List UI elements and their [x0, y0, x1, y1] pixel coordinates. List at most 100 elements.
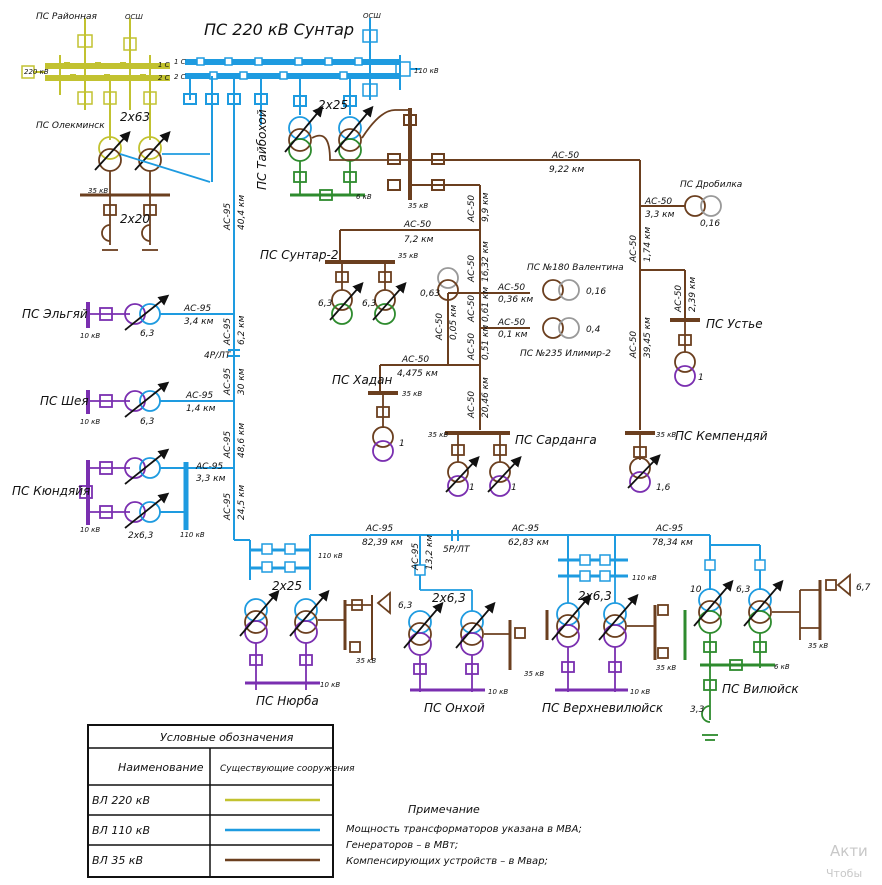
- label-nyurba: ПС Нюрба: [256, 694, 319, 708]
- watermark-line2: Чтобы: [826, 867, 862, 880]
- line-m8-wire: АС-95: [223, 493, 233, 521]
- label-kemp-35: 35 кВ: [656, 431, 676, 439]
- rating-vil-b: 6,3: [736, 585, 751, 595]
- line-l8-len: 0,61 км: [481, 287, 491, 322]
- line-l9-wire: АС-50: [467, 333, 477, 361]
- rating-vil-a: 10: [690, 585, 702, 595]
- line-m11-wire: АС-95: [511, 524, 539, 534]
- label-rlt5: 5Р/ЛТ: [443, 545, 471, 555]
- line-m11-len: 62,83 км: [508, 538, 549, 548]
- line-m4-len: 1,4 км: [186, 404, 216, 414]
- label-ustye: ПС Устье: [706, 317, 763, 331]
- line-m9-len: 82,39 км: [362, 538, 403, 548]
- rating-verkh: 2х6,3: [578, 589, 612, 603]
- notes-line2: Генераторов – в МВт;: [346, 840, 458, 851]
- rating-kyundyaya: 2х6,3: [128, 531, 154, 541]
- label-vilyuysk: ПС Вилюйск: [722, 682, 799, 696]
- line-l7-wire: АС-50: [497, 318, 525, 328]
- label-osh-left: ОСШ: [125, 13, 143, 21]
- label-110-2c: 2 С: [174, 73, 186, 81]
- rating-onkhoy: 2х6,3: [432, 591, 466, 605]
- rating-olek-tr: 2х63: [120, 110, 150, 124]
- rating-063: 0,63: [420, 289, 440, 299]
- line-m5-len: 30 км: [237, 368, 247, 395]
- label-kempendyay: ПС Кемпендяй: [675, 429, 768, 443]
- rating-sard-a: 1: [469, 483, 475, 493]
- rating-sun-tr: 2х25: [318, 98, 348, 112]
- rating-elgyay: 6,3: [140, 329, 155, 339]
- line-m4-wire: АС-95: [185, 391, 213, 401]
- label-sheya: ПС Шея: [40, 394, 89, 408]
- line-l12-len: 20,46 км: [481, 377, 491, 418]
- label-sun-6: 6 кВ: [356, 193, 372, 201]
- notes-line3: Компенсирующих устройств – в Мвар;: [346, 856, 548, 867]
- suntar-35kv: [339, 108, 686, 430]
- rating-valentina: 0,16: [586, 287, 606, 297]
- line-l2-wire: АС-50: [644, 197, 672, 207]
- label-kyundyaya: ПС Кюндяйя: [12, 484, 90, 498]
- line-l11-len: 4,475 км: [397, 369, 438, 379]
- line-m6-wire: АС-95: [223, 431, 233, 459]
- line-l1-len: 9,22 км: [549, 165, 584, 175]
- line-l5-len: 16,32 км: [481, 241, 491, 282]
- notes-title: Примечание: [408, 803, 480, 816]
- rating-suntar2-b: 6,3: [362, 299, 377, 309]
- label-vil-35: 35 кВ: [808, 642, 828, 650]
- label-osh-right: ОСШ: [363, 12, 381, 20]
- line-m3-wire: АС-95: [223, 318, 233, 346]
- line-m7-wire: АС-95: [195, 462, 223, 472]
- line-l8-wire: АС-50: [467, 295, 477, 323]
- suntar2-substation: [325, 260, 407, 325]
- line-m1-len: 40,4 км: [237, 195, 247, 230]
- label-110kv-top: 110 кВ: [414, 67, 439, 75]
- rating-drobilka: 0,16: [700, 219, 720, 229]
- line-l12-wire: АС-50: [467, 391, 477, 419]
- label-rlt4: 4Р/ЛТ: [204, 351, 232, 361]
- line-l7-len: 0,1 км: [498, 330, 528, 340]
- label-verkhnevilyuysk: ПС Верхневилюйск: [542, 701, 664, 715]
- line-l13-wire: АС-50: [629, 235, 639, 263]
- label-drobilka: ПС Дробилка: [680, 180, 742, 190]
- page-title: ПС 220 кВ Сунтар: [204, 20, 354, 39]
- line-l5-wire: АС-50: [467, 255, 477, 283]
- label-verkh-35: 35 кВ: [656, 664, 676, 672]
- label-ilimir: ПС №235 Илимир-2: [520, 349, 611, 359]
- kyundyaya-substation: [79, 448, 234, 530]
- rating-khadan: 1: [399, 439, 405, 449]
- label-220-2c: 2 С: [158, 74, 170, 82]
- vilyuysk-substation: [683, 573, 851, 741]
- label-kyund-10: 10 кВ: [80, 526, 100, 534]
- legend-row-220: ВЛ 220 кВ: [92, 794, 150, 807]
- legend-table: [87, 724, 334, 878]
- line-l15-len: 39,45 км: [643, 317, 653, 358]
- line-m10-len: 13,2 км: [425, 535, 435, 570]
- bus-110kv-top: [185, 18, 420, 100]
- label-olek-35: 35 кВ: [88, 187, 108, 195]
- line-l4-wire: АС-50: [467, 195, 477, 223]
- label-nyurba-110: 110 кВ: [318, 552, 343, 560]
- label-verkh-110: 110 кВ: [632, 574, 657, 582]
- label-sardanga: ПС Сарданга: [515, 433, 597, 447]
- label-nyurba-10: 10 кВ: [320, 681, 340, 689]
- watermark-line1: Акти: [830, 842, 868, 860]
- label-onkhoy-10: 10 кВ: [488, 688, 508, 696]
- line-l10-len: 0,05 км: [449, 305, 459, 340]
- line-l13-len: 1,74 км: [643, 227, 653, 262]
- label-raionnaya: ПС Районная: [36, 12, 97, 22]
- verkhnevilyuysk-substation: [545, 576, 669, 692]
- disconnector-5: [451, 530, 459, 541]
- rating-suntar2-a: 6,3: [318, 299, 333, 309]
- label-sard-35: 35 кВ: [428, 431, 448, 439]
- drobilka-transformer: [684, 195, 722, 217]
- sardanga-substation: [445, 431, 522, 497]
- kempendyay-substation: [625, 431, 661, 493]
- line-m7-len: 3,3 км: [196, 474, 226, 484]
- label-khadan-35: 35 кВ: [402, 390, 422, 398]
- rating-ilimir: 0,4: [586, 325, 601, 335]
- line-m1-wire: АС-95: [223, 203, 233, 231]
- rating-olek-comp: 2х20: [120, 212, 150, 226]
- suntar-transformers: [284, 105, 410, 201]
- label-elgyay: ПС Эльгяй: [22, 307, 88, 321]
- legend-col-exist: Существующие сооружения: [220, 764, 355, 774]
- rating-vil-comp: 3,3: [690, 705, 705, 715]
